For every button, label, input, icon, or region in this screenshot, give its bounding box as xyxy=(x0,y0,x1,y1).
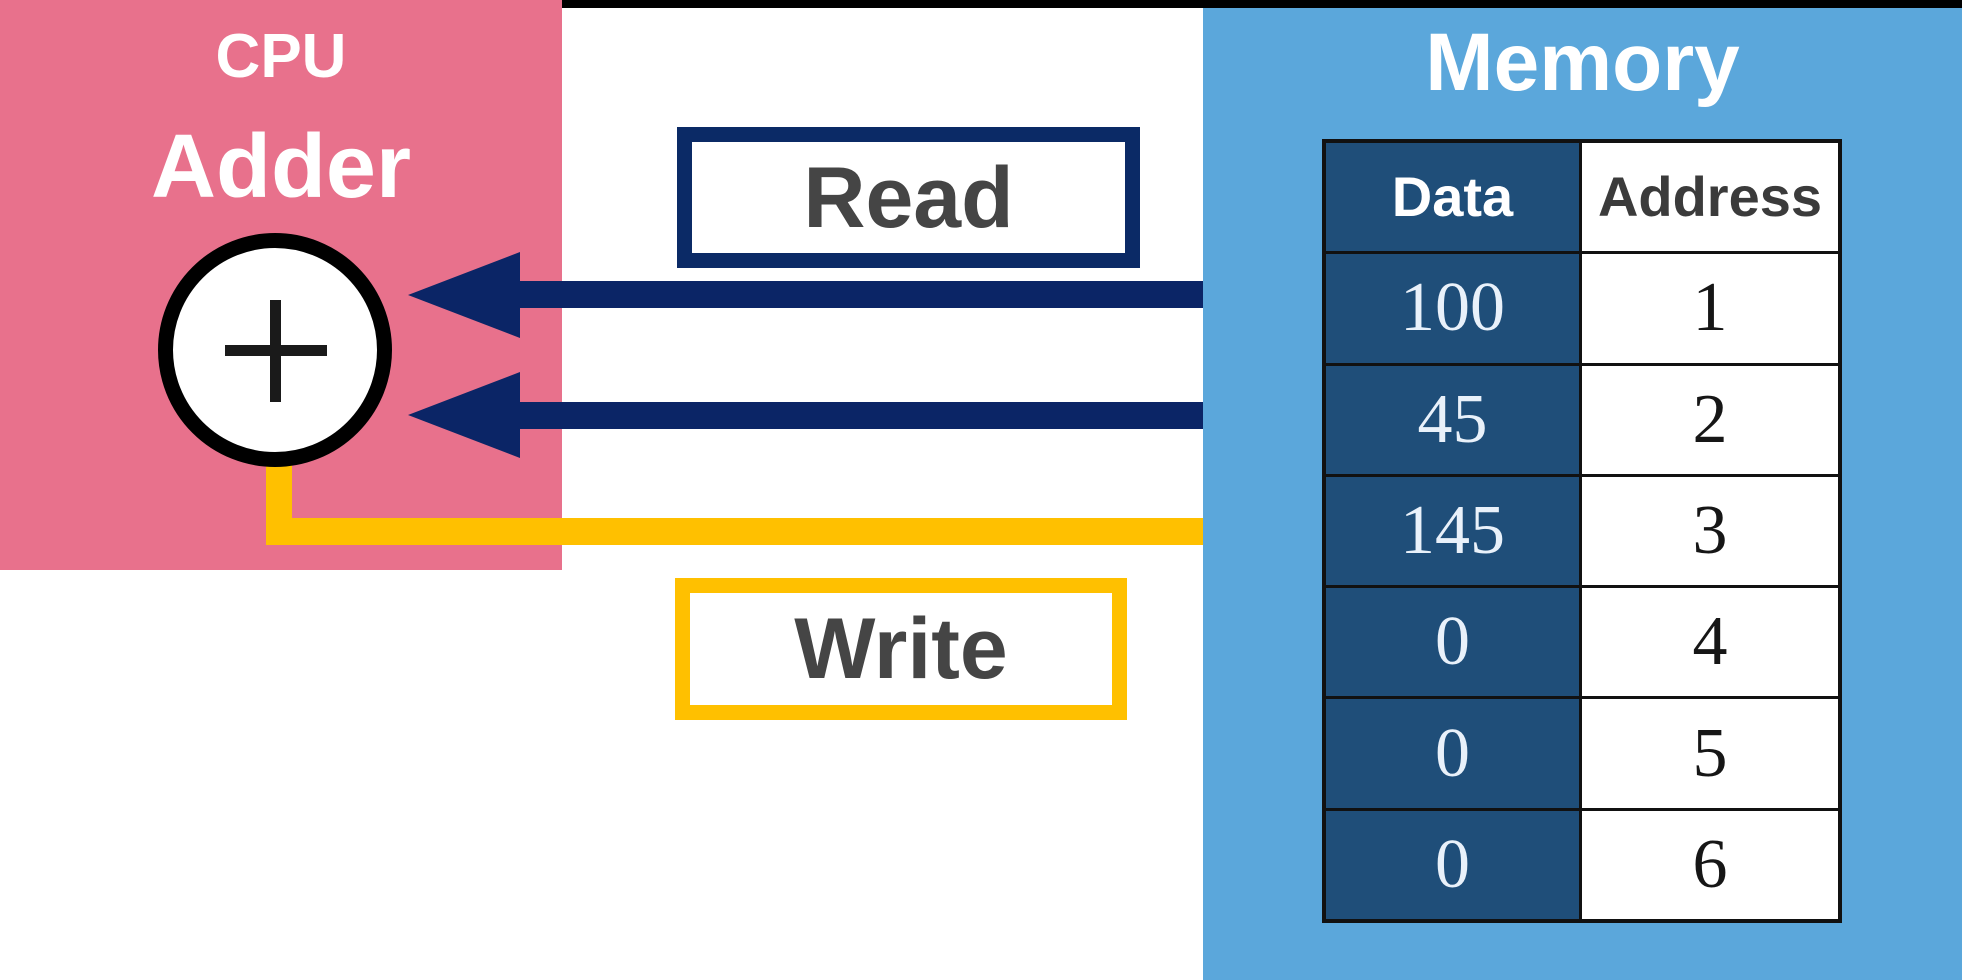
read-arrow-top-shaft xyxy=(516,281,1322,308)
read-arrow-top-head-icon xyxy=(408,252,520,338)
plus-icon xyxy=(270,300,281,402)
table-row: 145 3 xyxy=(1326,473,1838,586)
table-row: 0 4 xyxy=(1326,585,1838,697)
data-cell: 0 xyxy=(1326,810,1582,919)
write-label-box: Write xyxy=(675,578,1127,720)
address-cell: 6 xyxy=(1582,810,1838,919)
write-arrow-shaft xyxy=(266,518,1242,545)
table-row: 0 5 xyxy=(1326,696,1838,808)
data-cell: 0 xyxy=(1326,588,1582,697)
address-cell: 1 xyxy=(1582,254,1838,363)
table-row: 0 6 xyxy=(1326,807,1838,919)
data-cell: 145 xyxy=(1326,476,1582,586)
data-column-header: Data xyxy=(1326,143,1582,252)
read-arrow-bottom-head-icon xyxy=(408,372,520,458)
adder-label: Adder xyxy=(150,117,412,217)
data-cell: 45 xyxy=(1326,365,1582,474)
read-arrow-bottom-shaft xyxy=(516,402,1322,429)
address-cell: 4 xyxy=(1582,588,1838,697)
memory-label: Memory xyxy=(1425,17,1740,108)
data-cell: 0 xyxy=(1326,699,1582,808)
address-cell: 5 xyxy=(1582,699,1838,808)
address-cell: 3 xyxy=(1582,476,1838,586)
top-border xyxy=(0,0,1962,8)
table-header-row: Data Address xyxy=(1326,143,1838,252)
table-row: 100 1 xyxy=(1326,251,1838,363)
read-label-box: Read xyxy=(677,127,1140,268)
data-cell: 100 xyxy=(1326,254,1582,363)
memory-table: Data Address 100 1 45 2 145 3 0 4 0 5 0 … xyxy=(1322,139,1842,923)
cpu-label: CPU xyxy=(215,22,347,91)
address-cell: 2 xyxy=(1582,365,1838,474)
address-column-header: Address xyxy=(1582,143,1838,252)
read-label: Read xyxy=(803,149,1014,246)
write-label: Write xyxy=(794,601,1008,697)
table-row: 45 2 xyxy=(1326,362,1838,474)
